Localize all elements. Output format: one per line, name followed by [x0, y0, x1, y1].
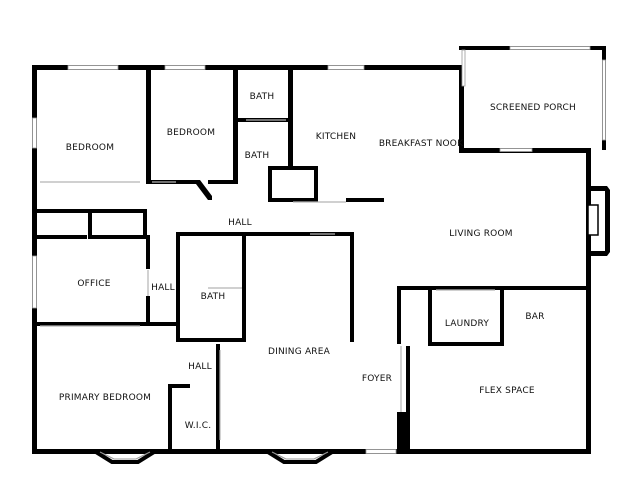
label-hall-top: HALL	[228, 218, 252, 228]
label-bath-middle: BATH	[245, 151, 270, 161]
label-screened-porch: SCREENED PORCH	[490, 103, 576, 113]
label-bath-upper: BATH	[250, 92, 275, 102]
windows	[32, 65, 397, 454]
label-laundry: LAUNDRY	[445, 319, 490, 329]
label-bath-center: BATH	[201, 292, 226, 302]
label-hall-left: HALL	[151, 283, 175, 293]
label-bedroom-2: BEDROOM	[167, 128, 215, 138]
label-dining-area: DINING AREA	[268, 347, 331, 357]
label-kitchen: KITCHEN	[316, 132, 356, 142]
interior-walls	[37, 70, 587, 454]
label-bar: BAR	[525, 312, 544, 322]
screened-porch-walls	[459, 46, 606, 152]
label-flex-space: FLEX SPACE	[479, 386, 535, 396]
fireplace	[587, 186, 610, 256]
label-primary-bedroom: PRIMARY BEDROOM	[59, 393, 151, 403]
room-labels: BEDROOM BEDROOM BATH BATH KITCHEN BREAKF…	[59, 92, 576, 431]
label-living-room: LIVING ROOM	[449, 229, 512, 239]
label-foyer: FOYER	[362, 374, 392, 384]
label-bedroom-1: BEDROOM	[66, 143, 114, 153]
label-wic: W.I.C.	[185, 421, 212, 431]
label-hall-lower: HALL	[188, 362, 212, 372]
label-breakfast-nook: BREAKFAST NOOK	[379, 139, 464, 149]
bay-windows	[94, 450, 334, 464]
door-openings	[40, 119, 495, 440]
label-office: OFFICE	[77, 279, 110, 289]
